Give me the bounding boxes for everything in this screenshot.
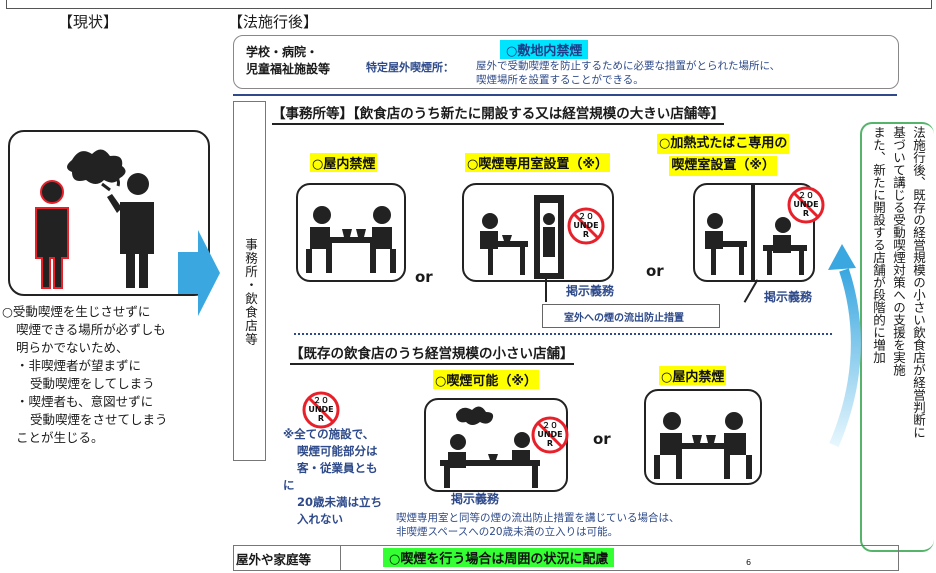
indoor-ban-label-2: ○屋内禁煙 (659, 366, 727, 385)
outdoor-consider-badge: ○喫煙を行う場合は周囲の状況に配慮 (383, 548, 615, 567)
bottom-note: 喫煙専用室と同等の煙の流出防止措置を講じている場合は、 非喫煙スペースへの20歳… (396, 511, 680, 539)
smoking-allowed-label: ○喫煙可能（※） (433, 370, 539, 389)
partition-notice-line (743, 279, 759, 303)
right-line-1: 法施行後、既存の経営規模の小さい飲食店が経営判断に (911, 126, 926, 439)
no-under-20-sign-icon: ２０ UNDE R (787, 186, 825, 224)
or-label-3: or (593, 430, 611, 448)
current-line-5: 受動喫煙をしてしまう (30, 376, 155, 391)
note-line-3: 客・従業員とも (297, 461, 378, 475)
schools-line-1: 学校・病院・ (246, 45, 319, 59)
outflow-prevention-label: 室外への煙の流出防止措置 (564, 313, 684, 324)
note-line-6: 入れない (297, 512, 343, 526)
note-line-5: 20歳未満は立ち (297, 495, 383, 509)
svg-text:２０: ２０ (313, 396, 329, 405)
people-at-table-icon (306, 206, 396, 273)
desc-line-2: 喫煙場所を設置することができる。 (476, 74, 644, 86)
posting-duty-label-2: 掲示義務 (764, 290, 813, 304)
svg-text:２０: ２０ (798, 191, 814, 200)
dotted-divider (294, 333, 832, 335)
right-line-3: また、新たに開設する店舗が段階的に増加 (871, 126, 886, 364)
svg-text:R: R (583, 230, 589, 239)
outdoor-home-divider (340, 545, 341, 570)
people-smoking-icon (35, 149, 154, 289)
current-situation-illustration (8, 130, 210, 296)
smoking-room-label: ○喫煙専用室設置（※） (465, 153, 610, 172)
designated-outdoor-label: 特定屋外喫煙所： (366, 61, 454, 74)
page-number: 6 (746, 558, 752, 567)
schools-label: 学校・病院・ 児童福祉施設等 (246, 44, 330, 78)
curved-arrow-icon (828, 244, 861, 447)
partition-icon (705, 185, 807, 280)
posting-duty-label-1: 掲示義務 (566, 284, 615, 298)
office-section-header: 【事務所等】【飲食店のうち新たに開設する又は経営規模の大きい店舗等】 (272, 102, 725, 125)
top-frame (6, 0, 932, 9)
heated-tobacco-label: ○加熱式たばこ専用の 喫煙室設置（※） (657, 134, 790, 176)
desc-line-1: 屋外で受動喫煙を防止するために必要な措置がとられた場所に、 (476, 60, 781, 72)
svg-text:２０: ２０ (542, 421, 558, 430)
current-line-7: 受動喫煙をさせてしまう (30, 412, 168, 427)
svg-text:UNDE: UNDE (793, 200, 818, 209)
section-divider (233, 94, 897, 96)
svg-text:R: R (547, 439, 553, 448)
no-under-20-sign-icon: ２０ UNDE R (302, 391, 340, 429)
current-line-3: 明らかでないため、 (16, 340, 129, 355)
offices-vertical-label: 事務所・飲食店等 (243, 238, 258, 346)
note-line-1: ※全ての施設で、 (283, 427, 375, 441)
note-line-4: に (283, 478, 295, 492)
right-line-2: 基づいて講じる受動喫煙対策への支援を実施 (891, 126, 906, 376)
no-under-20-sign-icon: ２０ UNDE R (567, 207, 605, 245)
current-line-6: ・喫煙者も、意図せずに (16, 394, 154, 409)
note-line-2: 喫煙可能部分は (297, 444, 378, 458)
current-line-1: ○受動喫煙を生じさせずに (2, 304, 151, 319)
heated-tobacco-line-1: ○加熱式たばこ専用の (657, 134, 790, 154)
current-situation-text: ○受動喫煙を生じさせずに 喫煙できる場所が必ずしも 明らかでないため、 ・非喫煙… (2, 303, 168, 447)
no-under-20-sign-icon: ２０ UNDE R (531, 416, 569, 454)
heated-tobacco-line-2: 喫煙室設置（※） (669, 156, 777, 176)
after-law-header: 【法施行後】 (228, 13, 319, 31)
people-at-table-icon (654, 412, 752, 479)
svg-text:R: R (803, 209, 809, 218)
right-info-box (860, 122, 934, 552)
small-business-header: 【既存の飲食店のうち経営規模の小さい店舗】 (290, 342, 574, 365)
svg-text:UNDE: UNDE (537, 430, 562, 439)
current-line-8: ことが生じる。 (16, 430, 104, 445)
svg-text:UNDE: UNDE (308, 405, 333, 414)
current-header: 【現状】 (58, 13, 119, 31)
posting-duty-label-3: 掲示義務 (451, 492, 500, 506)
schools-line-2: 児童福祉施設等 (246, 62, 331, 76)
designated-outdoor-desc: 屋外で受動喫煙を防止するために必要な措置がとられた場所に、 喫煙場所を設置するこ… (476, 59, 780, 87)
svg-text:UNDE: UNDE (573, 221, 598, 230)
outdoor-home-label: 屋外や家庭等 (236, 552, 312, 567)
right-arrow-icon (178, 230, 220, 316)
svg-text:R: R (318, 414, 324, 423)
right-info-text: 法施行後、既存の経営規模の小さい飲食店が経営判断に 基づいて講じる受動喫煙対策へ… (868, 126, 928, 526)
indoor-ban-scene (296, 183, 406, 282)
svg-text:２０: ２０ (578, 212, 594, 221)
current-line-4: ・非喫煙者が望まずに (16, 358, 142, 373)
bottom-note-line-1: 喫煙専用室と同等の煙の流出防止措置を講じている場合は、 (396, 512, 680, 524)
offices-vertical-box (233, 101, 266, 461)
indoor-ban-label: ○屋内禁煙 (310, 153, 378, 172)
bottom-note-line-2: 非喫煙スペースへの20歳未満の立入りは可能。 (396, 526, 619, 538)
outflow-prevention-box (542, 304, 720, 328)
booth-notice-line (545, 278, 547, 302)
or-label-1: or (415, 268, 433, 286)
premises-ban-badge: ○敷地内禁煙 (500, 40, 589, 59)
under-20-note: ※全ての施設で、 喫煙可能部分は 客・従業員とも に 20歳未満は立ち 入れない (283, 426, 382, 528)
indoor-ban-scene-small (644, 389, 762, 485)
or-label-2: or (646, 262, 664, 280)
current-line-2: 喫煙できる場所が必ずしも (16, 322, 166, 337)
outdoor-home-box (233, 545, 899, 571)
smoking-person-icon (440, 406, 540, 488)
smoking-booth-icon (480, 195, 564, 279)
schools-box (233, 35, 899, 89)
